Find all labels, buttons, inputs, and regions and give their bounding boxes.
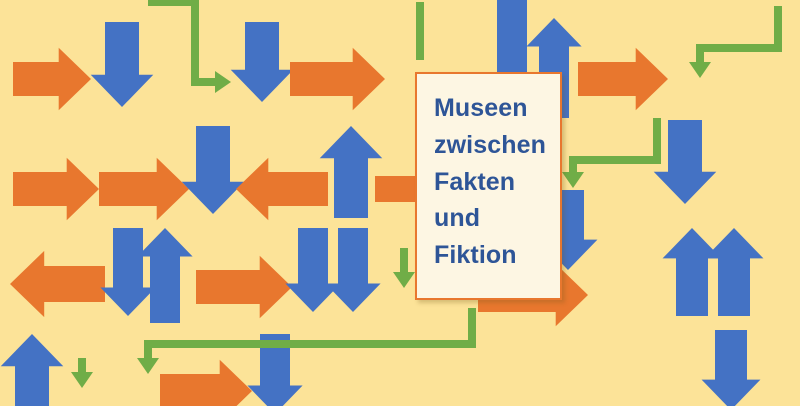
arrow-up-blue [319,126,383,218]
arrow-right-orange [578,47,668,111]
elbow-arrow-group [71,0,782,388]
elbow-arrow-green-down-head [393,272,415,288]
title-card: Museen zwischen Fakten und Fiktion [415,72,562,300]
arrow-up-blue [0,334,64,406]
arrow-left-orange [10,250,105,318]
arrow-down-blue [701,330,761,406]
elbow-arrow-green-down-head [71,372,93,388]
arrow-down-blue [653,120,717,204]
arrow-down-blue [100,228,156,316]
arrow-down-blue [247,334,303,406]
arrow-down-blue [181,126,245,214]
arrow-right-orange [196,255,292,319]
elbow-arrow-green-down-head [137,358,159,374]
elbow-arrow-green-down-head [689,62,711,78]
arrow-right-orange [160,359,252,406]
arrow-right-orange [13,157,99,221]
elbow-arrow-green-down [144,308,476,358]
elbow-arrow-green-down-right-head [215,71,231,93]
arrow-down-blue [285,228,341,312]
arrow-left-orange [236,157,328,221]
arrow-up-blue [662,228,722,316]
elbow-arrow-green-down-right [148,0,215,86]
elbow-arrow-green-down-head [562,172,584,188]
arrow-up-blue [137,228,193,323]
arrow-down-blue [90,22,154,107]
arrow-left-orange [375,176,420,202]
elbow-arrow-green-down [569,118,661,172]
arrow-down-blue [230,22,294,102]
arrow-right-orange [13,47,91,111]
arrow-right-orange [290,47,385,111]
arrow-up-blue [704,228,764,316]
title-text: Museen zwischen Fakten und Fiktion [434,94,546,269]
elbow-arrow-green-down [696,6,782,62]
arrow-right-orange [99,157,189,221]
arrow-down-blue [325,228,381,312]
